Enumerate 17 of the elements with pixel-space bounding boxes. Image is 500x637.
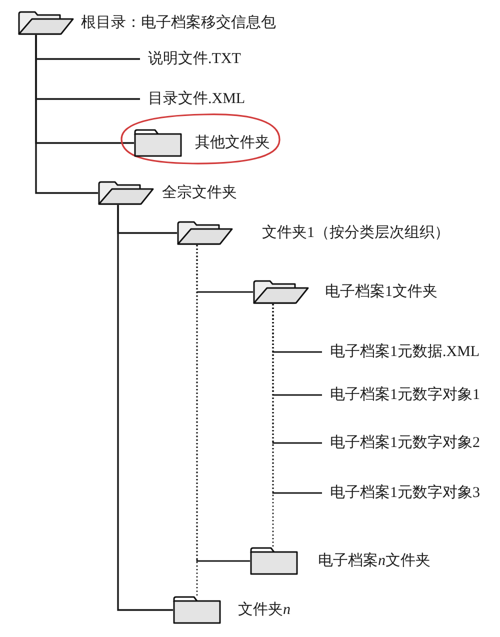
file-name: 电子档案1元数字对象1 xyxy=(330,386,480,404)
folder-name: 文件夹1（按分类层次组织） xyxy=(262,224,450,242)
file-name: 目录文件.XML xyxy=(148,90,246,108)
folder-name: 根目录：电子档案移交信息包 xyxy=(81,14,276,32)
folder-name: 其他文件夹 xyxy=(195,134,270,152)
file-name: 电子档案1元数据.XML xyxy=(330,343,480,361)
file-name: 说明文件.TXT xyxy=(148,50,241,68)
folder-name: 全宗文件夹 xyxy=(162,184,237,202)
connector-line xyxy=(117,205,173,611)
folder-name: 文件夹n xyxy=(238,601,290,619)
connector-line xyxy=(196,245,198,596)
file-name: 电子档案1元数字对象3 xyxy=(330,484,480,502)
folder-name: 电子档案1文件夹 xyxy=(325,283,438,301)
connector-line xyxy=(35,35,98,194)
connector-line xyxy=(272,304,274,547)
file-name: 电子档案1元数字对象2 xyxy=(330,434,480,452)
folder-name: 电子档案n文件夹 xyxy=(318,552,430,570)
